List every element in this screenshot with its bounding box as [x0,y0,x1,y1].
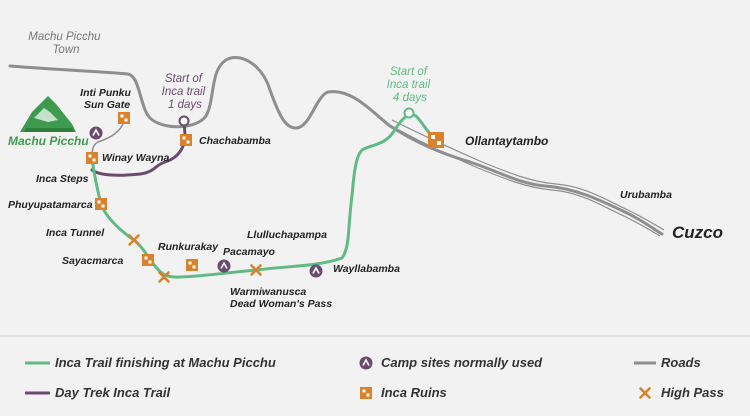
label-chachabamba: Chachabamba [199,135,271,147]
inca-ruins-icon [86,152,98,164]
legend-high-pass-label: High Pass [661,385,724,400]
inca-ruins-icon [142,254,154,266]
machu-picchu-mountain-icon [20,96,76,132]
legend-inca-trail-label: Inca Trail finishing at Machu Picchu [55,355,276,370]
high-pass-icon [128,234,140,246]
label-ollantaytambo: Ollantaytambo [465,134,548,148]
label-start-1day: Start of Inca trail 1 days [162,73,209,111]
label-start-4days: Start of Inca trail 4 days [387,66,434,104]
start-1day-marker [178,115,190,127]
high-pass-icons [128,234,262,283]
camp-icons [89,126,323,278]
label-cuzco: Cuzco [672,223,723,242]
label-pacamayo: Pacamayo [223,246,276,258]
label-wayllabamba: Wayllabamba [333,263,400,275]
inca-ruins-icon [95,198,107,210]
roads [8,56,664,236]
camp-site-icon [359,356,373,370]
camp-site-icon [89,126,103,140]
legend-roads-label: Roads [661,355,701,370]
high-pass-icon [158,271,170,283]
label-sayacmarca: Sayacmarca [62,255,123,267]
label-inca-steps: Inca Steps [36,173,89,185]
legend: Inca Trail finishing at Machu Picchu Day… [25,355,724,400]
day-trek-route [90,119,187,177]
label-urubamba: Urubamba [620,189,672,201]
inca-ruins-icon [118,112,130,124]
ruins-icons [86,112,444,271]
inca-ruins-icon [360,387,372,399]
legend-day-trek-label: Day Trek Inca Trail [55,385,171,400]
mountain-base [24,128,74,132]
label-machu-picchu-town: Machu Picchu Town [28,31,103,56]
inca-ruins-icon [186,259,198,271]
river [387,119,665,237]
label-inca-tunnel: Inca Tunnel [46,227,105,239]
camp-site-icon [309,264,323,278]
label-warmiwanusca: Warmiwanusca Dead Woman's Pass [230,286,332,310]
label-inti-punku: Inti Punku Sun Gate [80,87,134,111]
label-winay-wayna: Winay Wayna [102,152,170,164]
label-phuyupatamarca: Phuyupatamarca [8,199,93,211]
mountain-highlight [34,108,58,122]
inca-ruins-icon [428,132,444,148]
label-llulluchapampa: Llulluchapampa [247,229,327,241]
high-pass-icon [250,264,262,276]
inca-ruins-icon [180,134,192,146]
river-line-1 [387,123,661,237]
legend-camp-sites-label: Camp sites normally used [381,355,543,370]
start-4days-marker [403,107,415,119]
label-runkurakay: Runkurakay [158,241,219,253]
road-main [8,56,664,236]
legend-inca-ruins-label: Inca Ruins [381,385,447,400]
label-machu-picchu: Machu Picchu [8,134,89,148]
camp-site-icon [217,259,231,273]
place-labels: Machu Picchu Town Start of Inca trail 1 … [8,31,723,310]
river-line-2 [391,119,665,231]
high-pass-icon [639,387,651,399]
